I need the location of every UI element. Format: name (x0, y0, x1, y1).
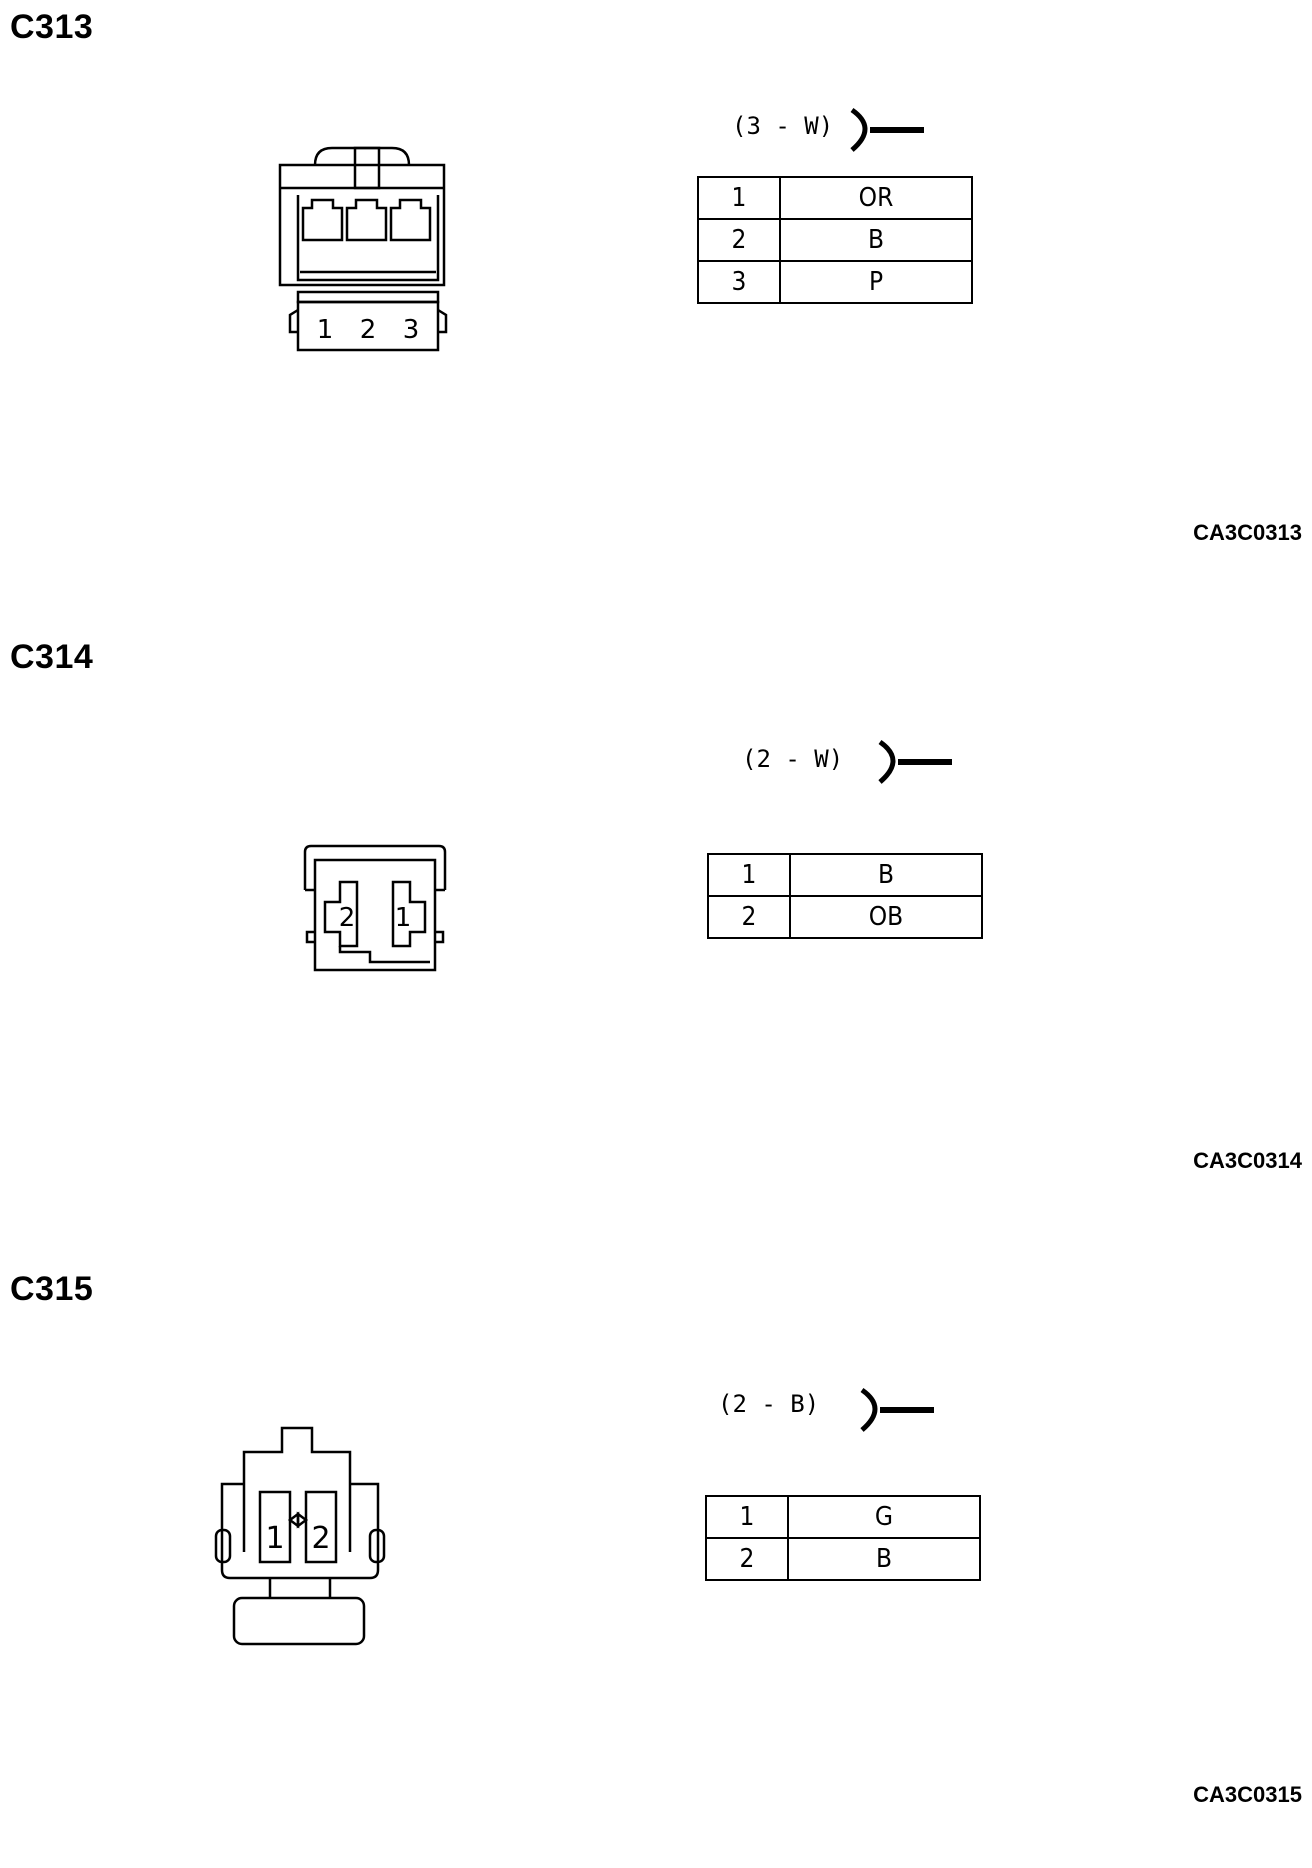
connector-title: C314 (10, 638, 94, 676)
pin-number: 1 (705, 1495, 789, 1539)
connector-title: C315 (10, 1270, 94, 1308)
pin-number: 2 (697, 218, 781, 262)
table-row: 2 B (705, 1537, 981, 1581)
face-pin-label: 1 (317, 315, 334, 345)
face-pin-label: 2 (311, 1521, 330, 1556)
connector-section-c314: C314 2 1 (2 - W) 1 B 2 OB CA3C0314 (0, 630, 1312, 1236)
wire-color: G (787, 1495, 981, 1539)
reference-code: CA3C0314 (1193, 1148, 1302, 1173)
connector-face-drawing: 1 2 (214, 1426, 386, 1646)
connector-title: C313 (10, 8, 94, 46)
wire-color: OB (789, 895, 983, 939)
wire-color: P (779, 260, 973, 304)
female-terminal-icon (878, 739, 952, 784)
connector-face-drawing: 1 2 3 (278, 146, 448, 352)
table-row: 1 G (705, 1495, 981, 1539)
connector-spec: (2 - W) (742, 745, 844, 773)
table-row: 3 P (697, 260, 973, 304)
table-row: 1 OR (697, 176, 973, 220)
female-terminal-icon (860, 1387, 934, 1432)
connector-spec: (2 - B) (718, 1390, 820, 1418)
wire-color: B (789, 853, 983, 897)
pin-number: 1 (697, 176, 781, 220)
table-row: 2 B (697, 218, 973, 262)
wire-color: OR (779, 176, 973, 220)
face-pin-label: 2 (339, 903, 356, 933)
reference-code: CA3C0315 (1193, 1782, 1302, 1807)
wire-color: B (787, 1537, 981, 1581)
wire-color: B (779, 218, 973, 262)
face-pin-label: 2 (360, 315, 377, 345)
table-row: 1 B (707, 853, 983, 897)
pin-color-table: 1 G 2 B (705, 1495, 981, 1581)
face-pin-label: 1 (395, 903, 412, 933)
pin-number: 3 (697, 260, 781, 304)
face-pin-label: 1 (265, 1521, 284, 1556)
connector-face-drawing: 2 1 (303, 844, 447, 972)
pin-number: 1 (707, 853, 791, 897)
reference-code: CA3C0313 (1193, 520, 1302, 545)
female-terminal-icon (850, 107, 924, 152)
pin-color-table: 1 OR 2 B 3 P (697, 176, 973, 304)
pin-color-table: 1 B 2 OB (707, 853, 983, 939)
connector-section-c313: C313 1 2 3 (3 - W) 1 OR (0, 0, 1312, 606)
pin-number: 2 (705, 1537, 789, 1581)
table-row: 2 OB (707, 895, 983, 939)
connector-spec: (3 - W) (732, 112, 834, 140)
connector-section-c315: C315 1 2 (2 - B) 1 G 2 B (0, 1262, 1312, 1868)
face-pin-label: 3 (403, 315, 420, 345)
pin-number: 2 (707, 895, 791, 939)
